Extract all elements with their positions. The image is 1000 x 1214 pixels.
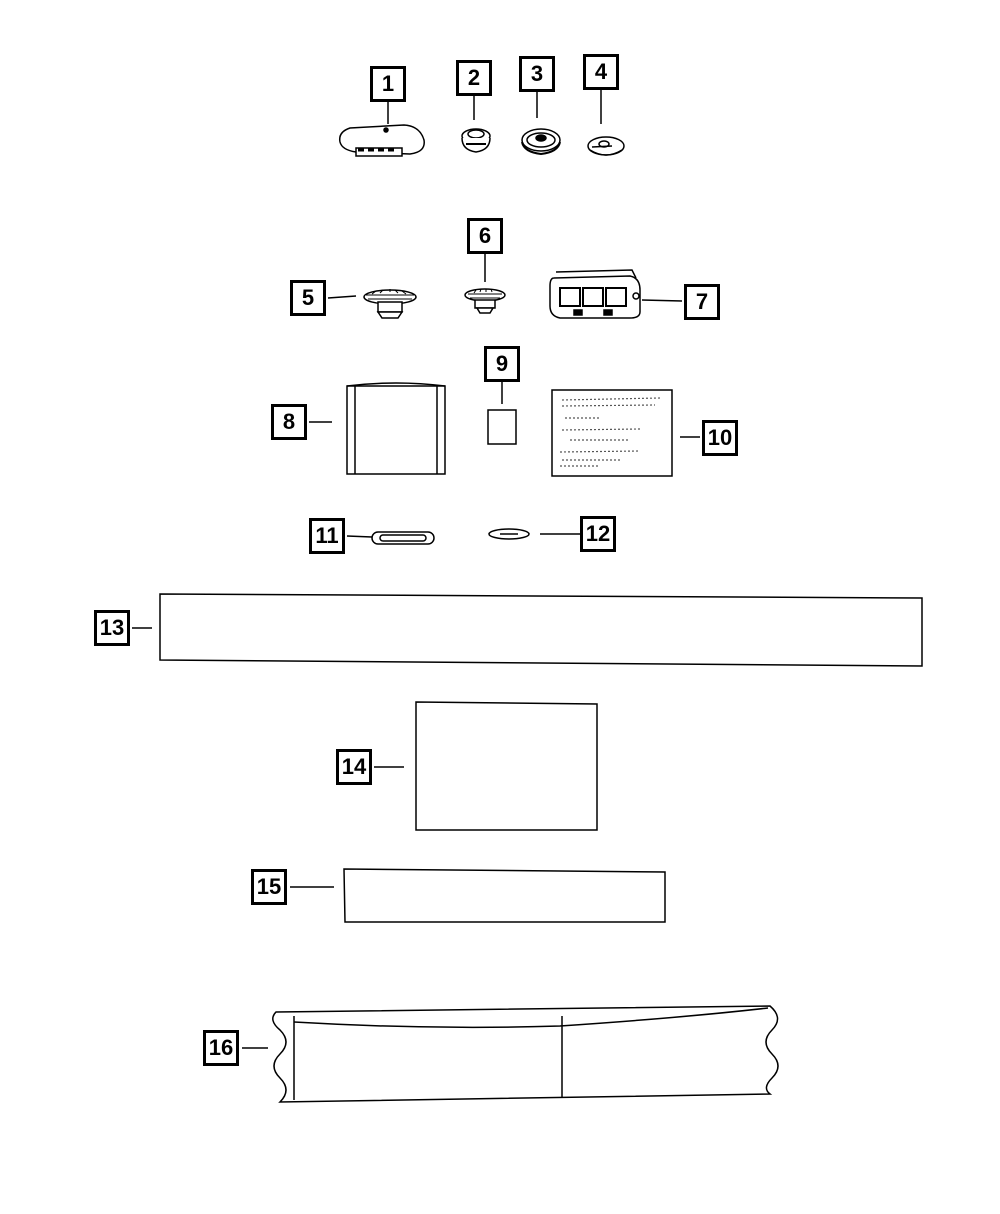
callout-13: 13 [94,610,130,646]
part-11-oval-plug [371,531,435,545]
part-12-flat-plug [488,528,530,540]
callout-15: 15 [251,869,287,905]
part-16-roll-material [272,1005,779,1103]
callout-6: 6 [467,218,503,254]
leader-line-11 [346,535,373,538]
part-4-small-plug [587,136,625,156]
callout-3: 3 [519,56,555,92]
callout-11: 11 [309,518,345,554]
part-1-oval-cover [338,124,425,157]
leader-line-5 [327,295,357,299]
part-14-square-sheet [415,701,598,831]
callout-2: 2 [456,60,492,96]
part-6-push-pin-clip [464,288,506,314]
leader-line-7 [641,299,683,302]
callout-10: 10 [702,420,738,456]
part-9-label [487,409,517,445]
part-3-round-plug [521,128,561,156]
part-8-pad [346,382,446,475]
callout-1: 1 [370,66,406,102]
part-10-textured-pad [551,389,673,477]
callout-16: 16 [203,1030,239,1066]
callout-12: 12 [580,516,616,552]
part-5-push-pin-clip [363,289,417,319]
callout-5: 5 [290,280,326,316]
callout-4: 4 [583,54,619,90]
callout-9: 9 [484,346,520,382]
part-13-long-strip [159,593,923,667]
part-2-grommet [461,128,491,153]
callout-7: 7 [684,284,720,320]
callout-14: 14 [336,749,372,785]
part-7-bracket [549,269,641,319]
part-15-strip [343,868,666,923]
callout-8: 8 [271,404,307,440]
